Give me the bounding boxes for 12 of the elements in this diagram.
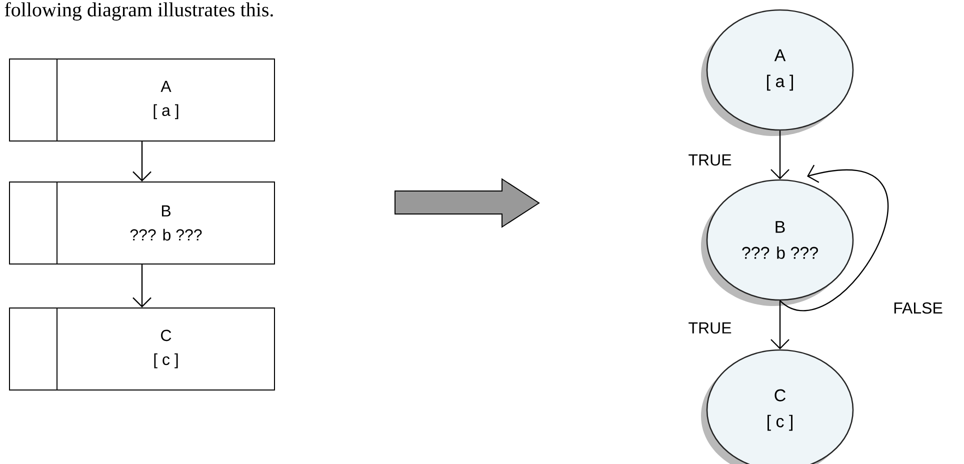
arrow <box>770 130 790 180</box>
edge-label: FALSE <box>892 301 944 315</box>
process-box: A [ a ] <box>9 58 275 142</box>
arrow <box>132 264 152 308</box>
process-box: C [ c ] <box>9 307 275 391</box>
sentence: following diagram illustrates this. <box>4 2 273 21</box>
edge-label: TRUE <box>687 321 733 335</box>
edge-label: TRUE <box>687 153 733 167</box>
arrow <box>780 164 888 310</box>
process-box: B ??? b ??? <box>9 181 275 265</box>
arrow <box>770 300 790 350</box>
arrow <box>132 142 152 182</box>
